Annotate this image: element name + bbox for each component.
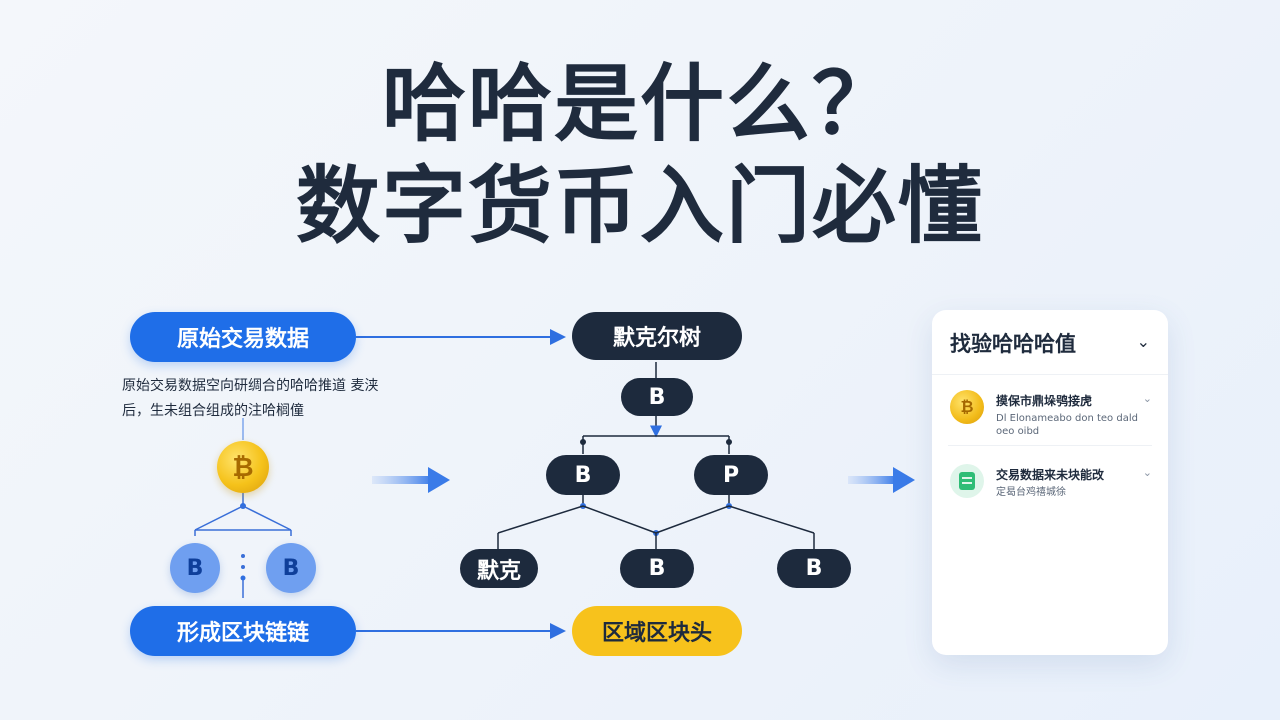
panel-divider [932,374,1168,375]
blockchain-label: 形成区块链链 [130,606,356,656]
flow-arrow-left [372,467,450,493]
merkle-leaf-node-2: B [620,549,694,588]
raw-transactions-label: 原始交易数据 [130,312,356,362]
panel-item-title: 摸保市鼎垛鸮接虎 [996,394,1093,408]
merkle-level2-node-2: P [694,455,768,495]
page-title-line-1: 哈哈是什么？ [381,55,898,153]
merkle-root-node: B [621,378,693,416]
merkle-leaf-node-1: 默克 [460,549,538,588]
panel-item-title: 交易数据来未块能改 [996,468,1105,482]
document-icon [950,464,984,498]
chevron-down-icon[interactable]: ⌄ [1136,332,1150,351]
panel-item-divider [948,445,1152,446]
flow-arrow-right [848,467,915,493]
panel-item-subtitle: Dl Elonameabo don teo dald oeo oibd [996,413,1138,437]
hash-verify-panel: 找验哈哈哈值 ⌄ ₿ 摸保市鼎垛鸮接虎 Dl Elonameabo don te… [932,310,1168,655]
panel-title: 找验哈哈哈值 [950,332,1076,356]
coin-symbol: ₿ [232,452,254,483]
left-tree-node-1: B [170,543,220,593]
left-tree-node-2: B [266,543,316,593]
raw-transactions-description: 原始交易数据空向研绸合的哈哈推道 麦浃后，生未组合组成的注哈榈僮 [122,378,379,419]
panel-list-item[interactable]: 交易数据来未块能改 定曷台鸡禧城徐 ⌄ [948,460,1154,530]
panel-list-item[interactable]: ₿ 摸保市鼎垛鸮接虎 Dl Elonameabo don teo dald oe… [948,386,1154,456]
merkle-level2-node-1: B [546,455,620,495]
chevron-down-icon[interactable]: ⌄ [1142,392,1152,405]
bitcoin-coin-icon: ₿ [217,441,269,493]
bitcoin-coin-icon: ₿ [950,390,984,424]
merkle-leaf-node-3: B [777,549,851,588]
block-header-label: 区域区块头 [572,606,742,656]
page-title-line-2: 数字货币入门必懂 [295,157,984,255]
chevron-down-icon[interactable]: ⌄ [1142,466,1152,479]
panel-item-subtitle: 定曷台鸡禧城徐 [996,487,1066,498]
merkle-tree-label: 默克尔树 [572,312,742,360]
